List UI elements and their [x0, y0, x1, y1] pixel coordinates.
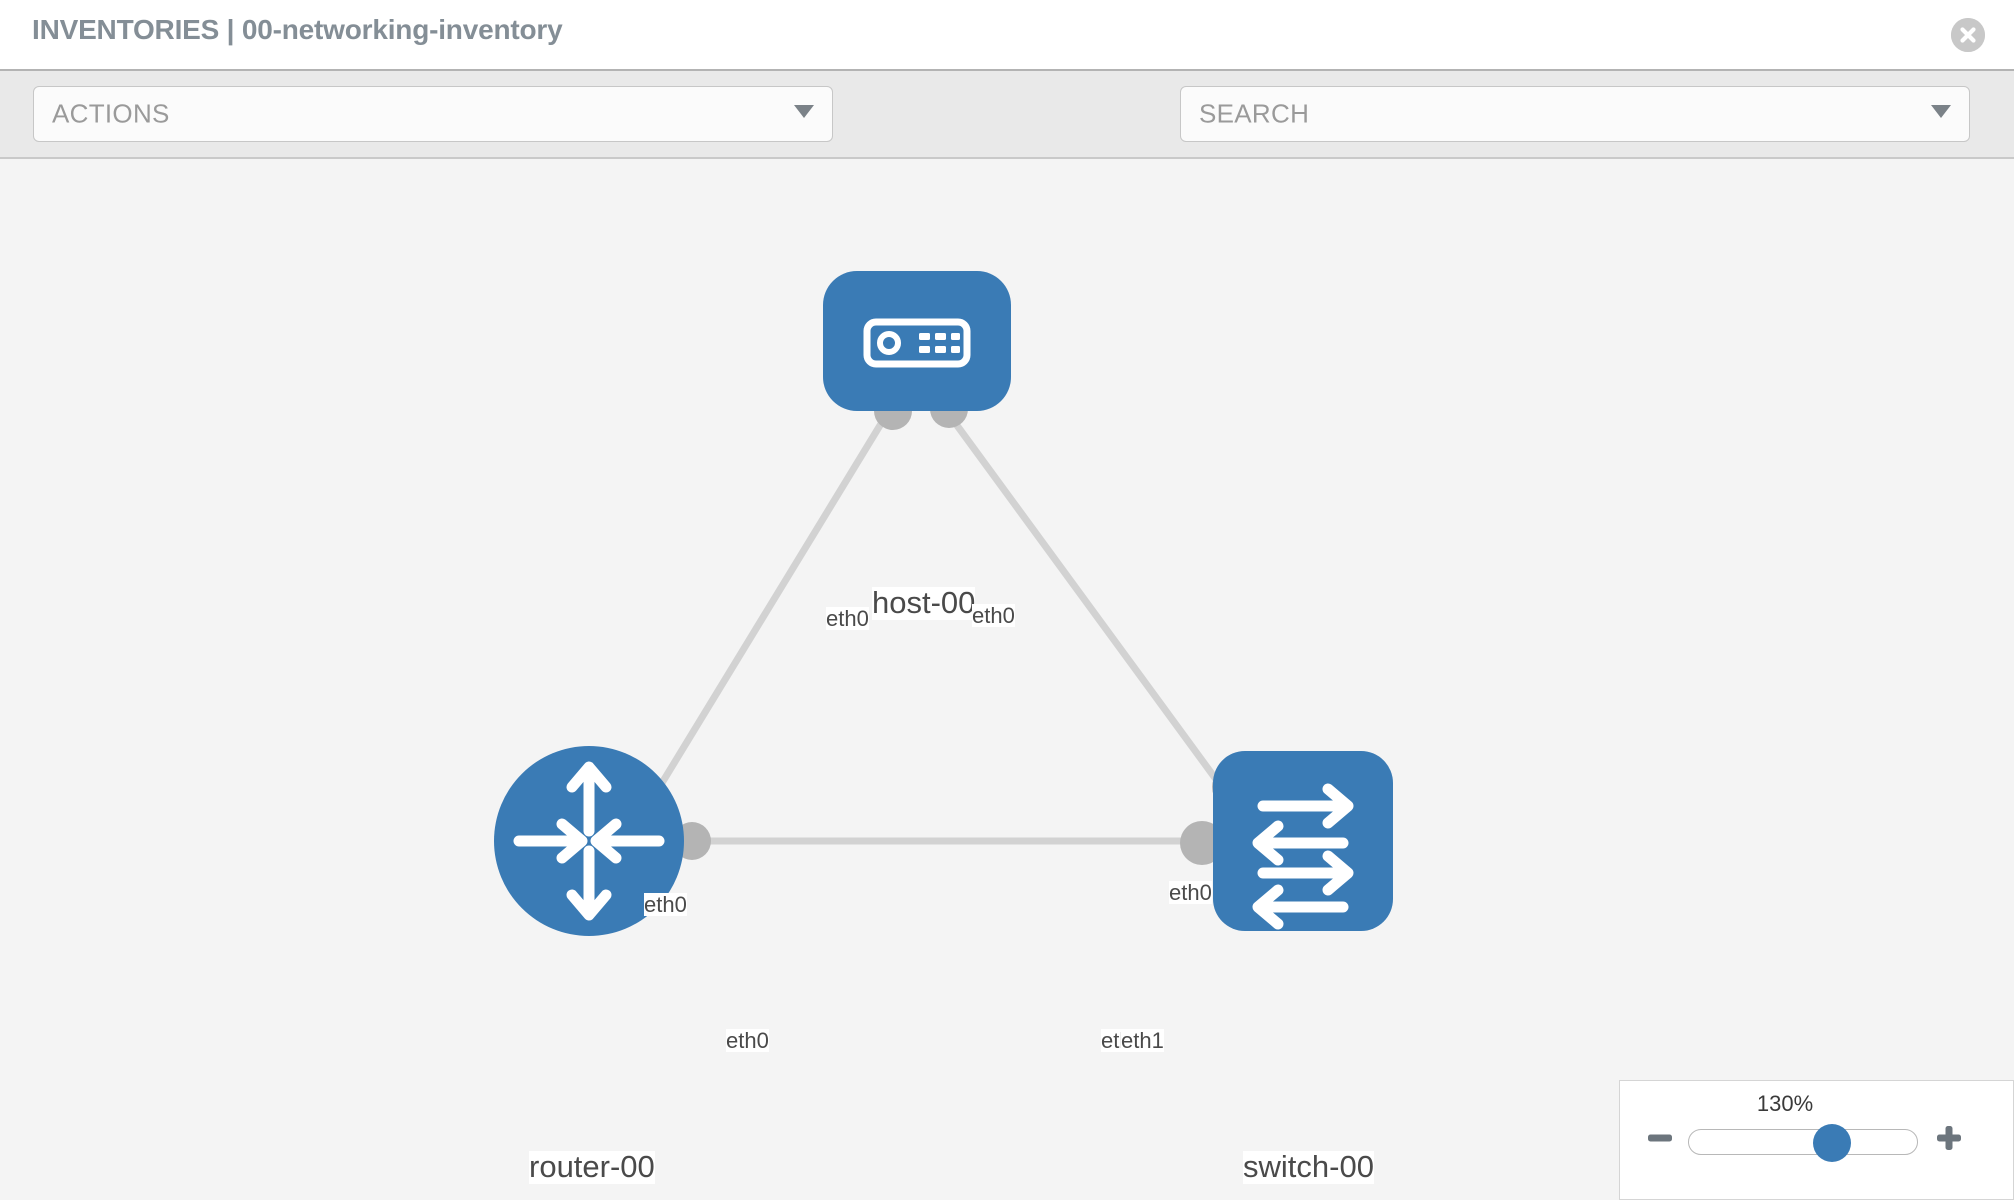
zoom-in-button[interactable]	[1936, 1125, 1962, 1151]
node-host-00	[823, 271, 1011, 411]
interface-label: eth0	[644, 892, 687, 917]
page-header: INVENTORIES | 00-networking-inventory	[0, 0, 2014, 69]
interface-label: eth0	[726, 1028, 769, 1053]
node-label-router-00: router-00	[529, 1149, 655, 1184]
search-input[interactable]: SEARCH	[1180, 86, 1970, 142]
node-label-switch-00: switch-00	[1243, 1149, 1374, 1184]
search-input-placeholder: SEARCH	[1199, 98, 1310, 129]
topology-canvas[interactable]: eth0 host-00 eth0 eth0 eth0 eth0 eth0 et…	[0, 159, 2014, 1200]
zoom-slider[interactable]	[1688, 1124, 1918, 1162]
link-host-router	[637, 407, 893, 821]
interface-label: eth0	[1169, 880, 1212, 905]
zoom-out-button[interactable]	[1647, 1125, 1673, 1151]
topology-links	[637, 406, 1250, 845]
interface-label: eth1	[1121, 1028, 1164, 1053]
close-icon[interactable]	[1951, 18, 1985, 52]
actions-dropdown[interactable]: ACTIONS	[33, 86, 833, 142]
zoom-control: 130%	[1619, 1080, 2014, 1200]
toolbar: ACTIONS	[0, 69, 2014, 199]
page-title: INVENTORIES | 00-networking-inventory	[32, 14, 563, 45]
node-label-host-00: host-00	[872, 585, 976, 620]
node-router-00	[494, 746, 684, 936]
zoom-level-label: 130%	[1756, 1091, 1814, 1116]
chevron-down-icon	[1931, 105, 1951, 123]
zoom-slider-thumb[interactable]	[1812, 1124, 1851, 1162]
link-host-switch	[942, 406, 1248, 822]
actions-dropdown-label: ACTIONS	[52, 98, 170, 129]
interface-label: eth0	[826, 606, 869, 631]
node-switch-00	[1213, 751, 1393, 931]
interface-label: eth0	[972, 603, 1015, 628]
chevron-down-icon	[794, 105, 814, 123]
